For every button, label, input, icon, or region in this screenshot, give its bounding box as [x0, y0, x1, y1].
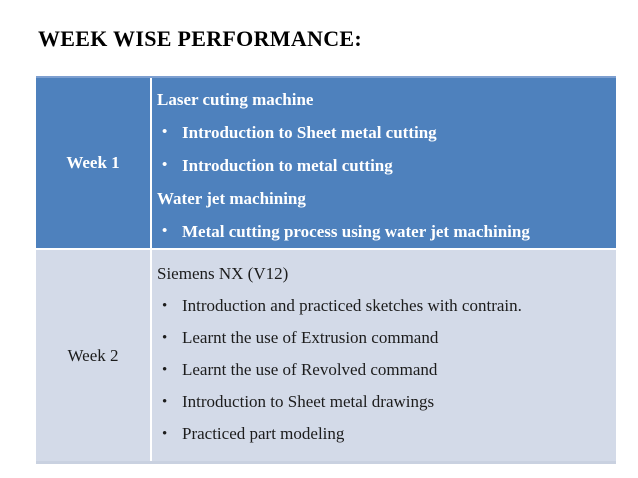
week1-bullet-3: • Metal cutting process using water jet …: [152, 215, 616, 248]
heading-text: Laser cuting machine: [157, 90, 314, 109]
bullet-icon: •: [162, 330, 168, 346]
week2-bullet-1: • Introduction and practiced sketches wi…: [152, 290, 616, 322]
bullet-text: Metal cutting process using water jet ma…: [182, 222, 530, 241]
week-performance-table: Week 1 Laser cuting machine • Introducti…: [36, 76, 616, 466]
page-title: WEEK WISE PERFORMANCE:: [38, 26, 362, 51]
week1-label-cell: Week 1: [36, 78, 150, 248]
bullet-icon: •: [162, 223, 168, 239]
bullet-icon: •: [162, 157, 168, 173]
heading-text: Water jet machining: [157, 189, 306, 208]
week2-content-cell: Siemens NX (V12) • Introduction and prac…: [152, 250, 616, 461]
week2-bullet-2: • Learnt the use of Extrusion command: [152, 322, 616, 354]
table-row-week2: Week 2 Siemens NX (V12) • Introduction a…: [36, 250, 616, 464]
week1-heading-waterjet: Water jet machining: [152, 182, 616, 215]
bullet-text: Introduction and practiced sketches with…: [182, 296, 522, 315]
bullet-text: Introduction to Sheet metal cutting: [182, 123, 437, 142]
heading-text: Siemens NX (V12): [157, 264, 289, 283]
week1-content-cell: Laser cuting machine • Introduction to S…: [152, 78, 616, 248]
bullet-icon: •: [162, 124, 168, 140]
bullet-text: Practiced part modeling: [182, 424, 345, 443]
bullet-text: Learnt the use of Revolved command: [182, 360, 438, 379]
bullet-icon: •: [162, 394, 168, 410]
bullet-icon: •: [162, 298, 168, 314]
week2-heading-siemens: Siemens NX (V12): [152, 258, 616, 290]
week1-bullet-1: • Introduction to Sheet metal cutting: [152, 116, 616, 149]
week2-bullet-4: • Introduction to Sheet metal drawings: [152, 386, 616, 418]
week2-bullet-3: • Learnt the use of Revolved command: [152, 354, 616, 386]
bullet-text: Introduction to Sheet metal drawings: [182, 392, 435, 411]
table-row-week1: Week 1 Laser cuting machine • Introducti…: [36, 76, 616, 248]
week1-bullet-2: • Introduction to metal cutting: [152, 149, 616, 182]
bullet-text: Introduction to metal cutting: [182, 156, 393, 175]
bullet-icon: •: [162, 426, 168, 442]
week1-heading-laser: Laser cuting machine: [152, 83, 616, 116]
week2-bullet-5: • Practiced part modeling: [152, 418, 616, 450]
week2-label-cell: Week 2: [36, 250, 150, 461]
bullet-icon: •: [162, 362, 168, 378]
week1-label: Week 1: [66, 153, 120, 172]
week2-label: Week 2: [67, 345, 119, 365]
bullet-text: Learnt the use of Extrusion command: [182, 328, 439, 347]
